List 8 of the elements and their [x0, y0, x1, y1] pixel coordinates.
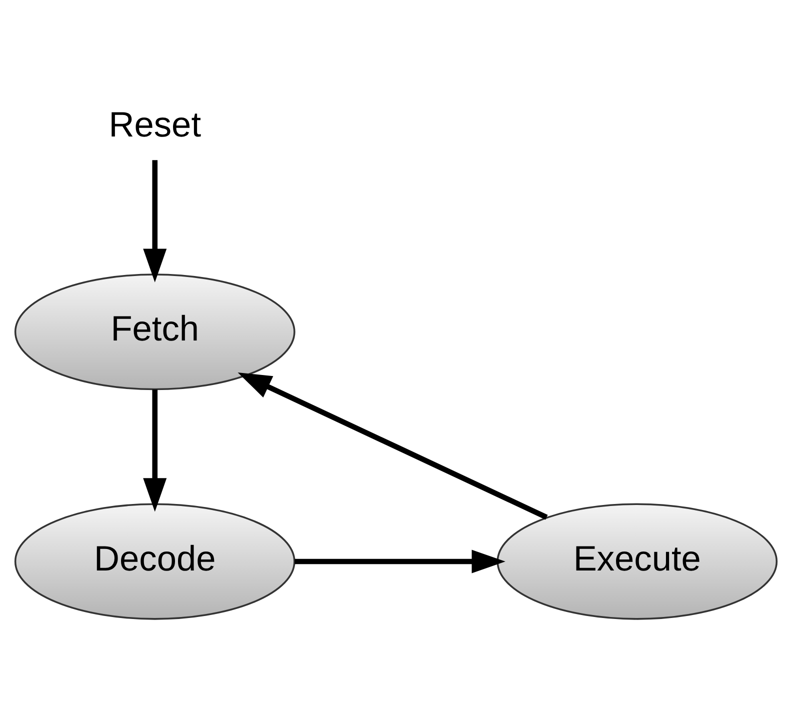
- node-ellipse: Fetch: [14, 274, 296, 390]
- node-text: Reset: [108, 106, 202, 145]
- arrow: [294, 550, 506, 574]
- arrow: [143, 390, 167, 512]
- node-ellipse: Execute: [496, 503, 778, 620]
- arrow: [143, 160, 167, 282]
- arrow: [238, 372, 548, 520]
- node-ellipse: Decode: [14, 503, 296, 620]
